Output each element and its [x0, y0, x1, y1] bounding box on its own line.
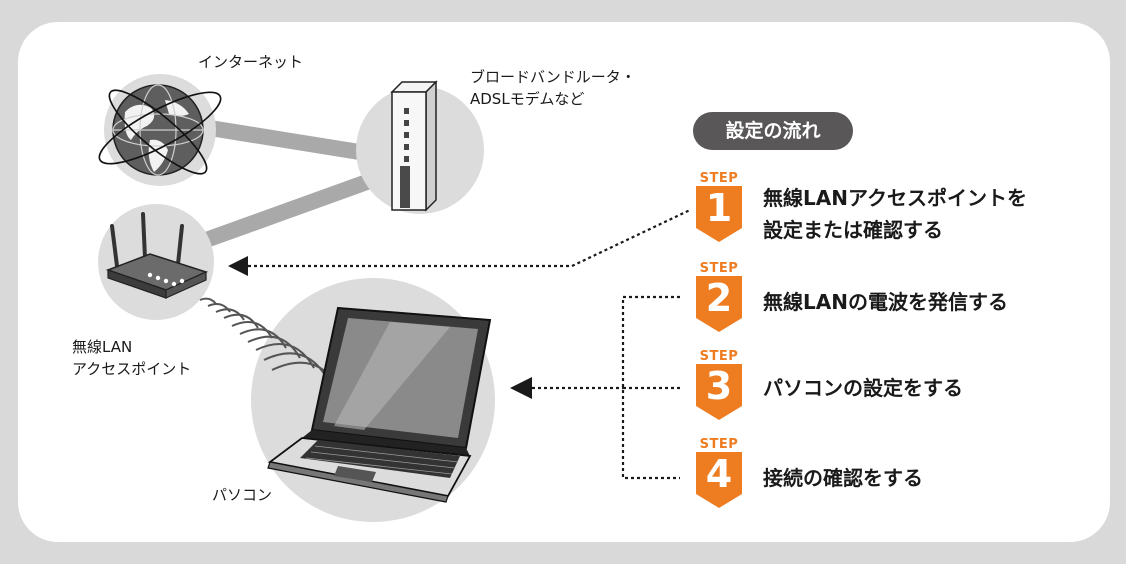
step1-arrow — [228, 209, 691, 276]
pc-label: パソコン — [212, 486, 273, 504]
step-chevron-icon — [696, 452, 742, 508]
step-word: STEP — [699, 261, 739, 276]
step-badge: STEP 1 — [693, 172, 745, 242]
access-point-label: 無線LAN アクセスポイント — [72, 336, 191, 380]
step-number: 3 — [705, 364, 733, 408]
step-badge: STEP 3 — [693, 350, 745, 420]
step-word: STEP — [699, 437, 739, 452]
step-text-line1: 無線LANアクセスポイントを — [763, 186, 1027, 210]
internet-router-link — [208, 120, 380, 163]
router-label: ブロードバンドルータ・ ADSLモデムなど — [470, 66, 636, 110]
step-number: 1 — [705, 186, 733, 230]
step-number: 2 — [705, 276, 733, 320]
access-point-label-line2: アクセスポイント — [72, 360, 192, 378]
step-4: STEP 4 接続の確認をする — [693, 438, 1053, 508]
step-text-line1: パソコンの設定をする — [763, 376, 963, 400]
step-text: 無線LANアクセスポイントを 設定または確認する — [763, 182, 1027, 246]
step-text-line2: 設定または確認する — [763, 218, 943, 242]
step-badge: STEP 2 — [693, 262, 745, 332]
router-label-line1: ブロードバンドルータ・ — [470, 68, 636, 86]
access-point-label-line1: 無線LAN — [72, 338, 133, 356]
router-access-point-link — [203, 170, 381, 248]
step-text: 無線LANの電波を発信する — [763, 286, 1008, 318]
steps-bracket-arrow — [510, 295, 680, 480]
wireless-access-point-icon — [105, 212, 209, 299]
step-chevron-icon — [696, 276, 742, 332]
router-icon — [390, 80, 438, 212]
step-text-line1: 無線LANの電波を発信する — [763, 290, 1008, 314]
step-word: STEP — [699, 349, 739, 364]
step-word: STEP — [699, 171, 739, 186]
globe-icon — [98, 84, 222, 176]
step-text: 接続の確認をする — [763, 462, 923, 494]
step-2: STEP 2 無線LANの電波を発信する — [693, 262, 1053, 332]
laptop-icon — [267, 306, 492, 503]
router-label-line2: ADSLモデムなど — [470, 90, 585, 108]
internet-label: インターネット — [198, 53, 304, 71]
step-text: パソコンの設定をする — [763, 372, 963, 404]
flow-heading: 設定の流れ — [693, 112, 853, 150]
step-chevron-icon — [696, 364, 742, 420]
step-1: STEP 1 無線LANアクセスポイントを 設定または確認する — [693, 172, 1053, 242]
step-3: STEP 3 パソコンの設定をする — [693, 350, 1053, 420]
step-badge: STEP 4 — [693, 438, 745, 508]
step-text-line1: 接続の確認をする — [763, 466, 923, 490]
step-number: 4 — [705, 452, 733, 496]
step-chevron-icon — [696, 186, 742, 242]
